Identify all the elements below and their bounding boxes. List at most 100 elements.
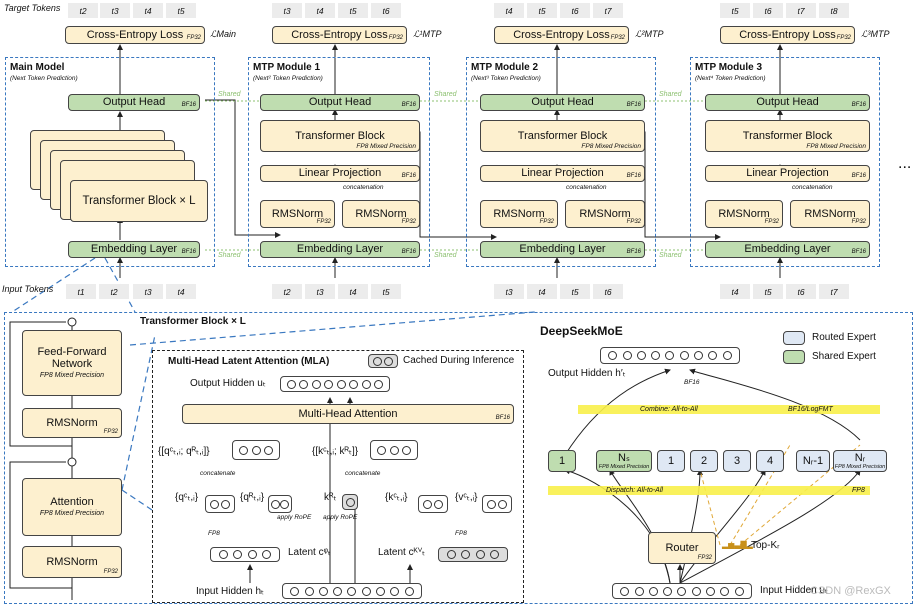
mtp1-input-token: t2 [272,284,302,299]
mtp1-embedding: Embedding Layer BF16 [260,241,420,258]
expert-label: Nᵣ [854,451,866,464]
routed-expert-nr: Nᵣ FP8 Mixed Precision [833,450,887,472]
topk-label: Top-Kᵣ [751,540,780,551]
mtp3-frame [690,57,880,267]
bf16-tag: BF16 [851,249,866,256]
main-target-token: t5 [166,3,196,18]
moe-input-vector [612,583,752,599]
k-r-vector [342,494,358,510]
bf16-logfmt-tag: BF16/LogFMT [788,406,833,413]
shared-expert-1: 1 [548,450,576,472]
expert-label: 3 [733,454,741,467]
q-concatenate-label: concatenate [200,470,236,477]
fp32-tag: FP32 [316,219,331,226]
mtp2-target-token: t6 [560,3,590,18]
mtp1-target-token: t4 [305,3,335,18]
fp32-tag: FP32 [626,219,641,226]
mtp1-loss-symbol: ℒ¹MTP [413,29,442,39]
routed-expert-3: 3 [723,450,751,472]
output-head-label: Output Head [308,96,372,109]
mla-output-vector [280,376,390,392]
mtp2-frame [466,57,656,267]
shared-label: Shared [659,252,682,259]
mtp1-target-token: t6 [371,3,401,18]
mtp2-rmsnorm-left: RMSNorm FP32 [480,200,558,228]
mtp2-loss-symbol: ℒ²MTP [635,29,664,39]
shared-label: Shared [659,91,682,98]
fp32-tag: FP32 [851,219,866,226]
mtp1-subtitle: (Next² Token Prediction) [253,75,323,82]
main-loss-box: Cross-Entropy Loss FP32 [65,26,205,44]
fp32-tag: FP32 [764,219,779,226]
ffn-sub: FP8 Mixed Precision [39,372,105,380]
q-r-label: {qᴿₜ,ᵢ} [240,492,265,503]
embedding-label: Embedding Layer [90,243,178,256]
bf16-tag: BF16 [495,415,510,422]
rmsnorm-label: RMSNorm [804,207,856,220]
rmsnorm-top: RMSNorm FP32 [22,408,122,438]
embedding-label: Embedding Layer [744,243,831,256]
attention-sub: FP8 Mixed Precision [39,510,105,518]
fp8-mixed-tag: FP8 Mixed Precision [834,464,886,471]
mtp3-input-token: t6 [786,284,816,299]
mtp1-target-token: t3 [272,3,302,18]
mtp3-subtitle: (Next⁴ Token Prediction) [695,75,766,82]
k-concat-label: {[kᶜₜ,ᵢ; kᴿₜ]} [312,446,359,457]
rmsnorm-label: RMSNorm [46,416,98,429]
mtp3-rmsnorm-left: RMSNorm FP32 [705,200,783,228]
linear-projection-label: Linear Projection [298,167,382,180]
main-input-token: t2 [99,284,129,299]
mtp3-input-token: t5 [753,284,783,299]
k-c-label: {kᶜₜ,ᵢ} [385,492,408,503]
fp32-tag: FP32 [610,35,625,42]
k-c-vector [418,495,448,513]
mtp2-concatenation-label: concatenation [566,184,607,191]
embedding-label: Embedding Layer [519,243,606,256]
k-apply-rope: apply RoPE [323,514,358,521]
mtp2-embedding: Embedding Layer BF16 [480,241,645,258]
routed-expert-2: 2 [690,450,718,472]
bf16-tag: BF16 [401,173,416,180]
main-target-token: t2 [68,3,98,18]
expert-label: 2 [700,454,708,467]
output-head-label: Output Head [531,96,594,109]
main-input-token: t1 [66,284,96,299]
mtp3-loss-box: Cross-Entropy Loss FP32 [720,26,855,44]
loss-label: Cross-Entropy Loss [513,28,610,41]
rmsnorm-label: RMSNorm [271,207,324,220]
shared-label: Shared [434,91,457,98]
transformer-label: Transformer Block [742,129,833,142]
main-input-token: t4 [166,284,196,299]
mtp1-concatenation-label: concatenation [343,184,384,191]
shared-label: Shared [218,252,241,259]
mtp2-output-head: Output Head BF16 [480,94,645,111]
fp32-tag: FP32 [186,35,201,42]
mtp2-title: MTP Module 2 [471,62,539,73]
output-head-label: Output Head [756,96,819,109]
latent-q-label: Latent cᵠₜ [288,547,331,558]
main-target-token: t4 [133,3,163,18]
v-c-label: {vᶜₜ,ᵢ} [455,492,478,503]
mtp3-output-head: Output Head BF16 [705,94,870,111]
k-concatenate-label: concatenate [345,470,381,477]
mtp1-frame [248,57,430,267]
q-r-vector [268,495,292,513]
ffn-label: Feed-Forward Network [37,346,107,371]
transformer-detail-title: Transformer Block × L [140,316,246,327]
moe-output-vector [600,347,740,364]
mla-output-hidden: Output Hidden uₜ [190,378,266,389]
fp8-mixed-tag: FP8 Mixed Precision [581,142,641,150]
dispatch-bar [548,486,870,495]
mtp3-rmsnorm-right: RMSNorm FP32 [790,200,870,228]
bf16-tag: BF16 [851,173,866,180]
fp8-tag: FP8 [208,530,220,537]
legend-routed-swatch [783,331,805,345]
output-head-label: Output Head [102,96,166,109]
mtp3-target-token: t5 [720,3,750,18]
mla-title: Multi-Head Latent Attention (MLA) [168,356,330,367]
mha-box: Multi-Head Attention BF16 [182,404,514,424]
cached-label: Cached During Inference [403,355,515,366]
combine-label: Combine: All-to-All [640,406,698,413]
watermark: CSDN @RexGX [810,585,891,597]
fp32-tag: FP32 [401,219,416,226]
